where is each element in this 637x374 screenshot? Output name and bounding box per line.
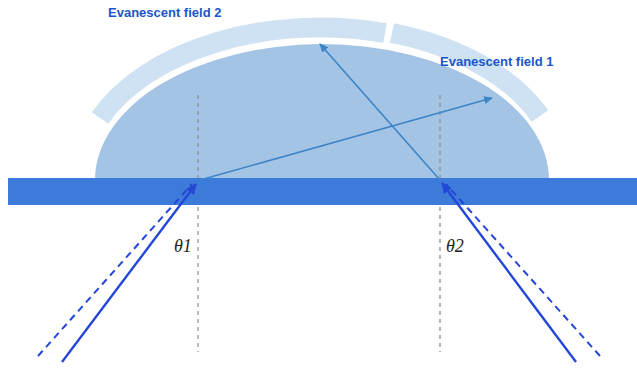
field-label: Evanescent field 2 (108, 5, 221, 20)
angle-label: θ1 (174, 236, 192, 257)
incident-beam (62, 184, 196, 362)
ray (200, 98, 492, 180)
incident-beam (442, 183, 576, 362)
normal-line (197, 95, 198, 352)
angle-label: θ2 (446, 236, 464, 257)
field-label: Evanescent field 1 (440, 54, 553, 69)
normal-line (439, 95, 440, 352)
incident-dashed (446, 184, 600, 356)
substrate (8, 178, 637, 205)
ray (320, 44, 440, 180)
incident-dashed (38, 184, 192, 356)
